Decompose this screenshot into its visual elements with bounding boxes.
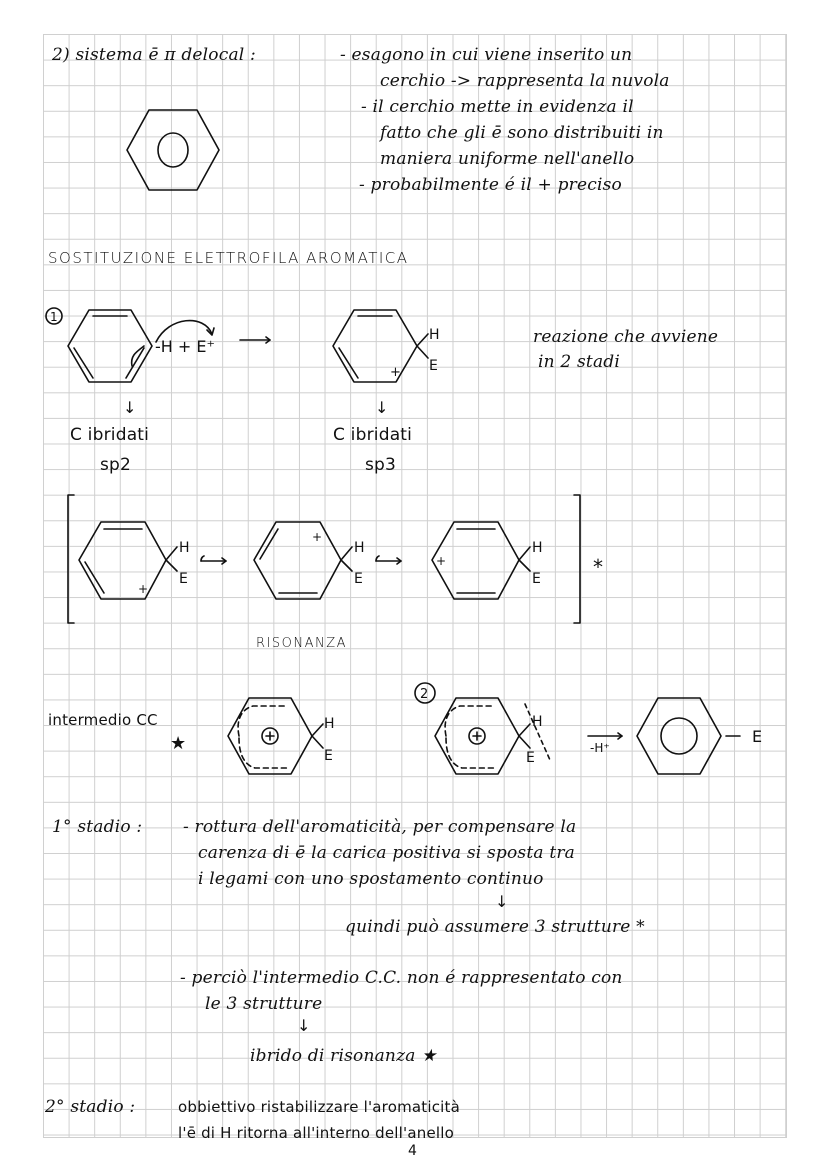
svg-text:+: + (436, 554, 446, 568)
svg-text:H: H (324, 716, 335, 732)
svg-text:E: E (354, 571, 363, 587)
svg-text:+: + (138, 582, 148, 596)
benzene-circle-icon (126, 109, 220, 191)
note-line: - perciò l'intermedio C.C. non é rappres… (180, 968, 623, 988)
h-atom-label: H (429, 327, 440, 343)
note-line: - esagono in cui viene inserito un (340, 45, 633, 65)
note-line: le 3 strutture (205, 994, 323, 1014)
svg-text:E: E (532, 571, 541, 587)
note-line: - rottura dell'aromaticità, per compensa… (183, 817, 577, 837)
note-line: - il cerchio mette in evidenza il (361, 97, 634, 117)
e-atom-label: E (429, 358, 438, 374)
svg-text:2: 2 (420, 687, 428, 702)
hybridization-label: C ibridati (70, 425, 150, 445)
note-line: obbiettivo ristabilizzare l'aromaticità (178, 1098, 461, 1116)
reagents-text: -H + E⁺ (155, 337, 215, 356)
resonance-label: RISONANZA (256, 636, 347, 651)
down-arrow-icon: ↓ (375, 398, 389, 417)
down-arrow-icon: ↓ (297, 1016, 311, 1035)
hybridization-value: sp3 (365, 455, 397, 475)
note-line: reazione che avviene (533, 327, 719, 347)
asterisk-marker: * (593, 555, 603, 579)
section-title: SOSTITUZIONE ELETTROFILA AROMATICA (48, 249, 409, 267)
note-line: in 2 stadi (538, 352, 621, 372)
svg-text:E: E (526, 750, 535, 766)
svg-text:H: H (532, 714, 543, 730)
star-icon: ★ (170, 733, 187, 754)
minus-proton-label: -H⁺ (590, 741, 610, 755)
hybridization-value: sp2 (100, 455, 132, 475)
e-substituent-label: E (752, 727, 763, 746)
note-line: maniera uniforme nell'anello (380, 149, 635, 169)
svg-text:+: + (390, 365, 401, 380)
page-number: 4 (408, 1143, 417, 1159)
section-heading-delocal: 2) sistema ē π delocal : (52, 45, 256, 65)
note-line: l'ē di H ritorna all'interno dell'anello (178, 1124, 454, 1142)
svg-text:+: + (312, 530, 322, 544)
note-line: fatto che gli ē sono distribuiti in (380, 123, 664, 143)
note-line: carenza di ē la carica positiva si spost… (198, 843, 576, 863)
hybridization-label: C ibridati (333, 425, 413, 445)
note-line: cerchio -> rappresenta la nuvola (380, 71, 670, 91)
graph-paper-grid (43, 34, 787, 1138)
conclusion-text: ibrido di risonanza ★ (250, 1046, 437, 1066)
note-line: i legami con uno spostamento continuo (198, 869, 544, 889)
stage2-label: 2° stadio : (45, 1097, 136, 1117)
down-arrow-icon: ↓ (495, 892, 509, 911)
svg-text:H: H (532, 540, 543, 556)
intermediate-label: intermedio CC (48, 711, 158, 729)
svg-text:E: E (324, 748, 333, 764)
note-line: - probabilmente é il + preciso (359, 175, 622, 195)
svg-text:H: H (354, 540, 365, 556)
svg-text:H: H (179, 540, 190, 556)
down-arrow-icon: ↓ (123, 398, 137, 417)
step1-reaction-diagram: 1 (45, 307, 215, 383)
conclusion-text: quindi può assumere 3 strutture * (345, 917, 645, 937)
reaction-arrow-icon (239, 336, 271, 344)
svg-text:E: E (179, 571, 188, 587)
svg-text:1: 1 (50, 310, 58, 324)
intermediate-hybrid-structure: H E (227, 697, 335, 775)
resonance-structures-diagram: + H E + H E + H E (67, 494, 581, 624)
sigma-complex-structure: + (332, 309, 429, 383)
step2-deprotonation-diagram: 2 H E (414, 682, 741, 775)
stage1-label: 1° stadio : (52, 817, 143, 837)
